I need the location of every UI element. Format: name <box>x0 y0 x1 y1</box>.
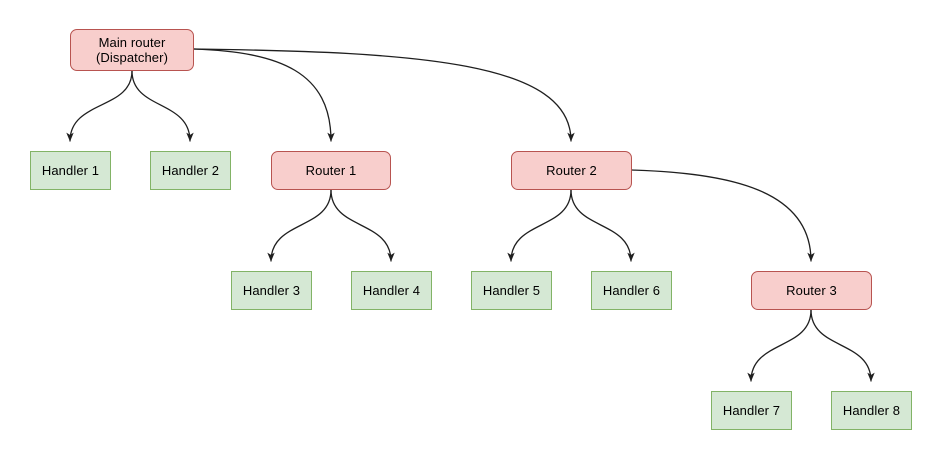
node-router-1[interactable]: Router 1 <box>271 151 391 190</box>
node-router-1-label: Router 1 <box>305 163 357 178</box>
edge-main-router-to-handler-2 <box>131 70 194 142</box>
node-router-3[interactable]: Router 3 <box>751 271 872 310</box>
node-main-router-label: Main router (Dispatcher) <box>96 35 168 65</box>
node-router-2-label: Router 2 <box>546 163 597 178</box>
edge-router-1-to-handler-3 <box>267 189 332 262</box>
node-handler-4[interactable]: Handler 4 <box>351 271 432 310</box>
node-handler-1-label: Handler 1 <box>41 163 100 178</box>
node-handler-5[interactable]: Handler 5 <box>471 271 552 310</box>
node-handler-1[interactable]: Handler 1 <box>30 151 111 190</box>
edge-main-router-to-handler-1 <box>66 70 133 142</box>
node-handler-2[interactable]: Handler 2 <box>150 151 231 190</box>
node-handler-3-label: Handler 3 <box>242 283 301 298</box>
edge-router-2-to-handler-5 <box>507 189 572 262</box>
edge-main-router-to-router-2 <box>193 48 575 142</box>
node-handler-8[interactable]: Handler 8 <box>831 391 912 430</box>
node-router-3-label: Router 3 <box>786 283 837 298</box>
node-main-router[interactable]: Main router (Dispatcher) <box>70 29 194 71</box>
edge-main-router-to-router-1 <box>193 48 335 142</box>
node-handler-5-label: Handler 5 <box>482 283 541 298</box>
node-handler-7-label: Handler 7 <box>722 403 781 418</box>
node-handler-6-label: Handler 6 <box>602 283 661 298</box>
edge-router-3-to-handler-7 <box>747 309 812 382</box>
node-handler-3[interactable]: Handler 3 <box>231 271 312 310</box>
edge-router-2-to-router-3 <box>631 169 815 262</box>
node-handler-4-label: Handler 4 <box>362 283 421 298</box>
node-handler-2-label: Handler 2 <box>161 163 220 178</box>
node-handler-7[interactable]: Handler 7 <box>711 391 792 430</box>
node-router-2[interactable]: Router 2 <box>511 151 632 190</box>
edge-router-3-to-handler-8 <box>810 309 875 382</box>
edge-router-1-to-handler-4 <box>330 189 395 262</box>
node-handler-8-label: Handler 8 <box>842 403 901 418</box>
edge-router-2-to-handler-6 <box>570 189 635 262</box>
node-handler-6[interactable]: Handler 6 <box>591 271 672 310</box>
